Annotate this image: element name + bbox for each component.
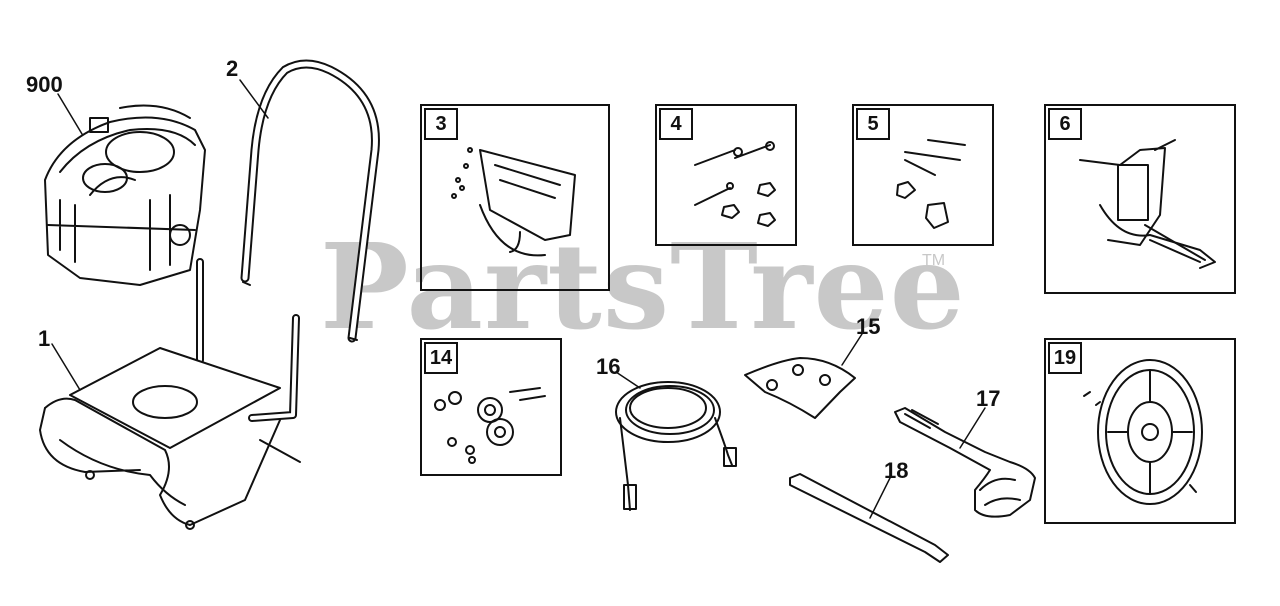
kit-box-19[interactable] <box>1044 338 1236 524</box>
frame-icon[interactable] <box>39 258 301 530</box>
kit-box-4[interactable] <box>655 104 797 246</box>
callout-handle: 2 <box>226 56 239 81</box>
wheel-icon[interactable] <box>1083 359 1203 505</box>
kit-box-3-label: 3 <box>424 108 458 140</box>
kit-box-3[interactable] <box>420 104 610 291</box>
leader-lines <box>51 79 986 519</box>
callout-wand: 18 <box>884 458 909 483</box>
kit-box-6[interactable] <box>1044 104 1236 294</box>
spray-gun-icon[interactable] <box>894 407 1036 518</box>
kit-box-4-label: 4 <box>659 108 693 140</box>
wand-icon[interactable] <box>789 473 949 563</box>
parts-bag-icon <box>744 357 856 419</box>
kit-box-5[interactable] <box>852 104 994 246</box>
callout-engine: 900 <box>26 72 63 97</box>
kit-box-14[interactable] <box>420 338 562 476</box>
watermark-trademark: TM <box>922 252 946 269</box>
callout-frame: 1 <box>38 326 51 351</box>
callout-spray-gun: 17 <box>976 386 1001 411</box>
kit-box-6-label: 6 <box>1048 108 1082 140</box>
pump-icon[interactable] <box>1079 139 1216 269</box>
watermark-text: PartsTree <box>320 217 966 356</box>
kit-box-14-label: 14 <box>424 342 458 374</box>
hose-icon[interactable] <box>615 381 737 511</box>
kit-box-19-label: 19 <box>1048 342 1082 374</box>
handle-icon[interactable] <box>240 59 380 343</box>
frame-bracket-icon <box>451 147 576 257</box>
wheel-hardware-icon <box>434 387 546 464</box>
callout-hose: 16 <box>596 354 621 379</box>
fastener-kit-icon <box>896 139 966 229</box>
engine-icon[interactable] <box>44 104 206 286</box>
kit-box-5-label: 5 <box>856 108 890 140</box>
callout-parts-bag: 15 <box>856 314 881 339</box>
bolt-kit-icon <box>694 141 776 227</box>
